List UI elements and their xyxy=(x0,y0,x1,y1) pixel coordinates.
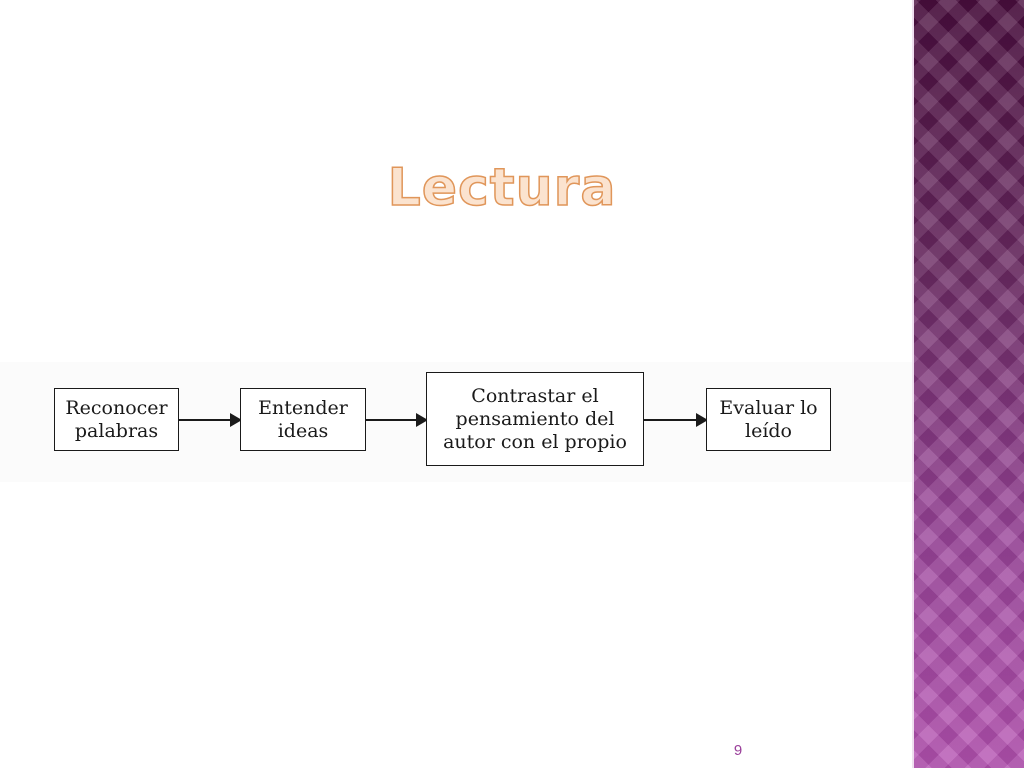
flow-step-evaluar: Evaluar lo leído xyxy=(706,388,831,451)
slide-title: Lectura xyxy=(387,157,617,219)
flow-step-reconocer-palabras: Reconocer palabras xyxy=(54,388,179,451)
flow-step-entender-ideas: Entender ideas xyxy=(240,388,366,451)
decorative-side-band xyxy=(912,0,1024,768)
flow-arrow-2 xyxy=(366,413,428,427)
flow-arrow-1 xyxy=(179,413,242,427)
flow-arrow-3 xyxy=(644,413,708,427)
page-number: 9 xyxy=(733,742,743,759)
flow-step-contrastar: Contrastar el pensamiento del autor con … xyxy=(426,372,644,466)
